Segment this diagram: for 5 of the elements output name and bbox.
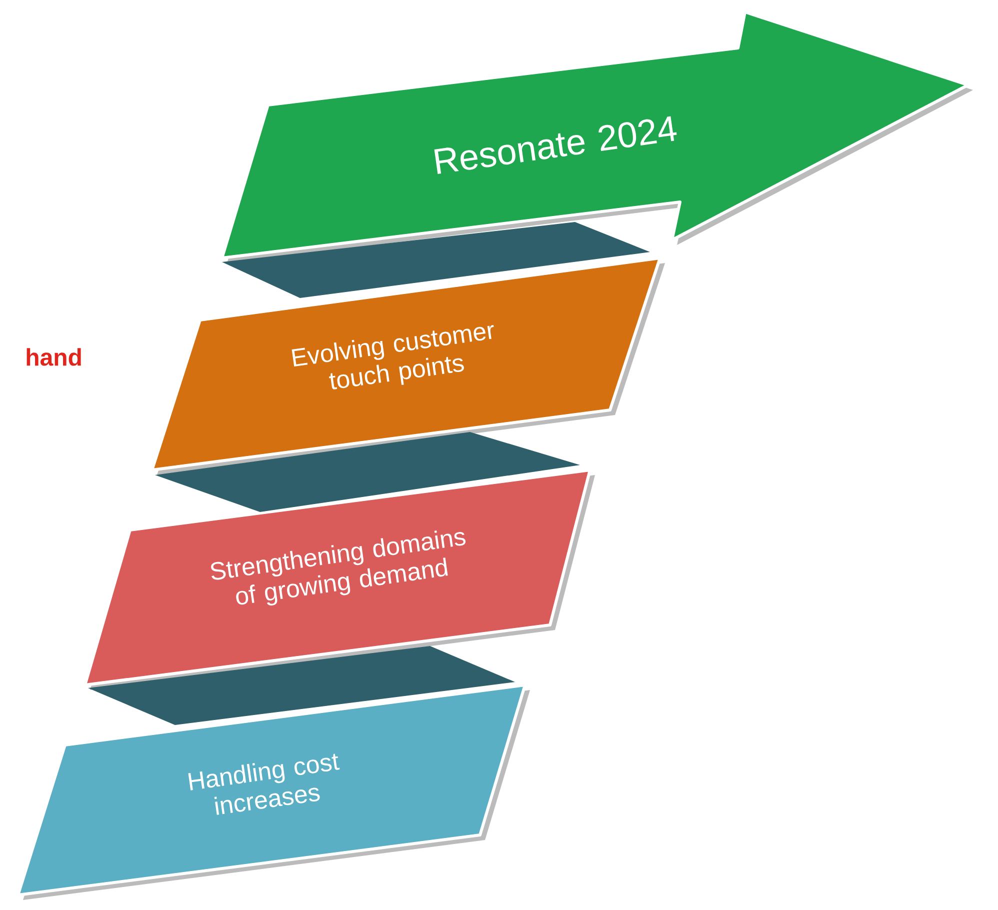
cut-off-label: hand (26, 348, 81, 366)
connector-band (88, 646, 515, 725)
connector-band (222, 222, 650, 298)
connector-band (155, 432, 580, 512)
arrow-box: Resonate 2024 (220, 10, 974, 263)
